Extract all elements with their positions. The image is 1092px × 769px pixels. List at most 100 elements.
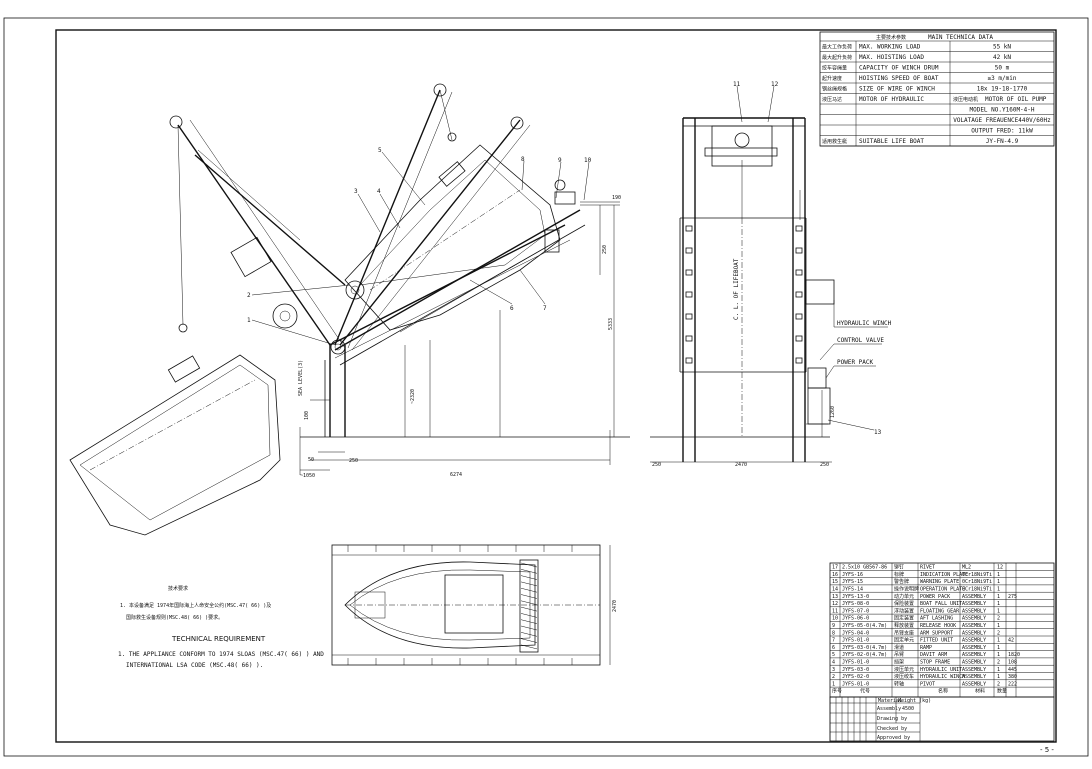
dim-6274: 6274: [450, 472, 462, 478]
main-data-row-value: JY-FN-4.9: [986, 138, 1019, 145]
parts-cell: 0Cr18Ni9Ti: [962, 572, 992, 578]
parts-cell: 液压单元: [894, 666, 914, 673]
parts-cell: 释放装置: [894, 622, 914, 629]
parts-cell: ASSEMBLY: [962, 608, 986, 614]
control-valve-label: CONTROL VALVE: [837, 337, 884, 344]
parts-cell: 2: [997, 660, 1000, 666]
parts-cell: 9: [832, 623, 835, 629]
parts-cell: JYFS-01-0: [842, 660, 869, 666]
parts-cell: ASSEMBLY: [962, 667, 986, 673]
parts-cell: ASSEMBLY: [962, 623, 986, 629]
parts-cell: HYDRAULIC WINCH: [920, 674, 965, 680]
outer-frame: [3, 17, 1089, 757]
parts-cell: 275: [1008, 594, 1017, 600]
main-data-row-value: VOLATAGE FREAUENCE440V/60Hz: [953, 117, 1051, 124]
parts-cell: JYFS-15: [842, 579, 863, 585]
cl-lifeboat-label: C. L. OF LIFEBOAT: [733, 258, 740, 320]
balloon-3: 3: [354, 188, 358, 195]
main-data-row-cn: 起升速度: [822, 75, 842, 82]
tech-req-title-cn: 技术要求: [168, 585, 188, 592]
parts-cell: ASSEMBLY: [962, 601, 986, 607]
parts-cell: 5: [832, 652, 835, 658]
parts-cell: 滑道: [894, 644, 904, 651]
title-weight: Weight (kg): [898, 698, 931, 704]
parts-header-cell: 序号: [832, 687, 842, 694]
parts-cell: 380: [1008, 674, 1017, 680]
dim-plan-2470: 2470: [612, 600, 618, 612]
parts-cell: DAVIT ARM: [920, 652, 947, 658]
parts-cell: BOAT FALL UNIT: [920, 601, 962, 607]
parts-cell: RIVET: [920, 565, 935, 571]
parts-cell: 1820: [1008, 652, 1020, 658]
balloon-numbers: 1 2 3 4 5 6 7 8 9 10 11 12 13: [247, 81, 882, 436]
parts-cell: 液压绞车: [894, 673, 914, 680]
title-weight-value: 4500: [902, 706, 914, 712]
balloon-5: 5: [378, 147, 382, 154]
parts-cell: 铆钉: [894, 564, 904, 571]
parts-cell: 12: [832, 601, 838, 607]
main-data-row-value: 18x 19-18-1770: [977, 86, 1028, 93]
tech-req-en-line2: INTERNATIONAL LSA CODE (MSC.48( 66) ).: [126, 662, 263, 669]
parts-cell: 1: [997, 674, 1000, 680]
dim-2320: ~2320: [410, 389, 416, 404]
parts-cell: 2: [997, 630, 1000, 636]
parts-cell: 1: [997, 623, 1000, 629]
parts-cell: ASSEMBLY: [962, 681, 986, 687]
parts-cell: 42: [1008, 638, 1014, 644]
main-data-row-cn: 液压马达: [822, 96, 842, 103]
main-data-row-cn: 钢丝绳规格: [822, 86, 847, 93]
title-block: Material Weight (kg) Assembly 4500 Drawi…: [829, 696, 1055, 742]
parts-cell: RAMP: [920, 645, 932, 651]
parts-cell: 15: [832, 579, 838, 585]
parts-cell: 445: [1008, 667, 1017, 673]
parts-cell: 1: [997, 645, 1000, 651]
parts-cell: 1: [997, 608, 1000, 614]
main-data-row-value-cn: 液压电动机: [953, 96, 978, 103]
main-data-title-cn: 主要技术参数: [876, 34, 906, 41]
parts-cell: 222: [1008, 681, 1017, 687]
parts-cell: JYFS-16: [842, 572, 863, 578]
main-data-row-value: ≥3 m/min: [988, 75, 1017, 82]
balloon-4: 4: [377, 188, 381, 195]
parts-cell: 3: [832, 667, 835, 673]
parts-cell: JYFS-13-0: [842, 594, 869, 600]
parts-cell: 1: [997, 667, 1000, 673]
parts-cell: 动力单元: [894, 593, 914, 600]
parts-cell: 保险装置: [894, 600, 914, 607]
balloon-1: 1: [247, 317, 251, 324]
parts-cell: 1: [997, 587, 1000, 593]
plan-view: 2470: [331, 544, 618, 666]
parts-cell: JYFS-08-0: [842, 601, 869, 607]
dim-front-250-right: 250: [820, 462, 829, 468]
main-data-row-cn: 绞车容绳量: [822, 65, 847, 72]
parts-cell: JYFS-03-0(4.7m): [842, 645, 887, 651]
power-pack-label: POWER PACK: [837, 359, 874, 366]
parts-cell: ASSEMBLY: [962, 638, 986, 644]
parts-cell: 10: [832, 616, 838, 622]
parts-cell: 标牌: [894, 571, 904, 578]
parts-cell: PIVOT: [920, 681, 935, 687]
balloon-11: 11: [733, 81, 741, 88]
parts-cell: 1: [997, 579, 1000, 585]
dim-100: 100: [304, 411, 310, 420]
parts-cell: 1: [997, 601, 1000, 607]
title-approved-by: Approved by: [877, 735, 910, 741]
main-data-row-label: SIZE OF WIRE OF WINCH: [859, 86, 935, 93]
parts-cell: AFT LASHING: [920, 616, 953, 622]
balloon-9: 9: [558, 157, 562, 164]
dim-front-250-left: 250: [652, 462, 661, 468]
parts-header-cell: 代号: [860, 687, 870, 694]
parts-cell: 16: [832, 572, 838, 578]
parts-cell: JYFS-04-0: [842, 630, 869, 636]
parts-cell: 警告牌: [894, 578, 909, 585]
front-elevation-view: C. L. OF LIFEBOAT HYDRAULIC WINCH CONTRO…: [650, 117, 892, 468]
dim-190: 190: [612, 195, 621, 201]
parts-cell: 2: [997, 681, 1000, 687]
parts-cell: 浮动装置: [894, 607, 914, 614]
tech-req-cn-line1: 1. 本设备满足 1974年国际海上人命安全公约(MSC.47( 66) )及: [120, 602, 271, 609]
parts-cell: HYDRAULIC UNIT: [920, 667, 962, 673]
parts-cell: 吊臂支座: [894, 629, 914, 636]
parts-cell: 1: [832, 681, 835, 687]
parts-cell: 2: [832, 674, 835, 680]
parts-cell: ASSEMBLY: [962, 652, 986, 658]
